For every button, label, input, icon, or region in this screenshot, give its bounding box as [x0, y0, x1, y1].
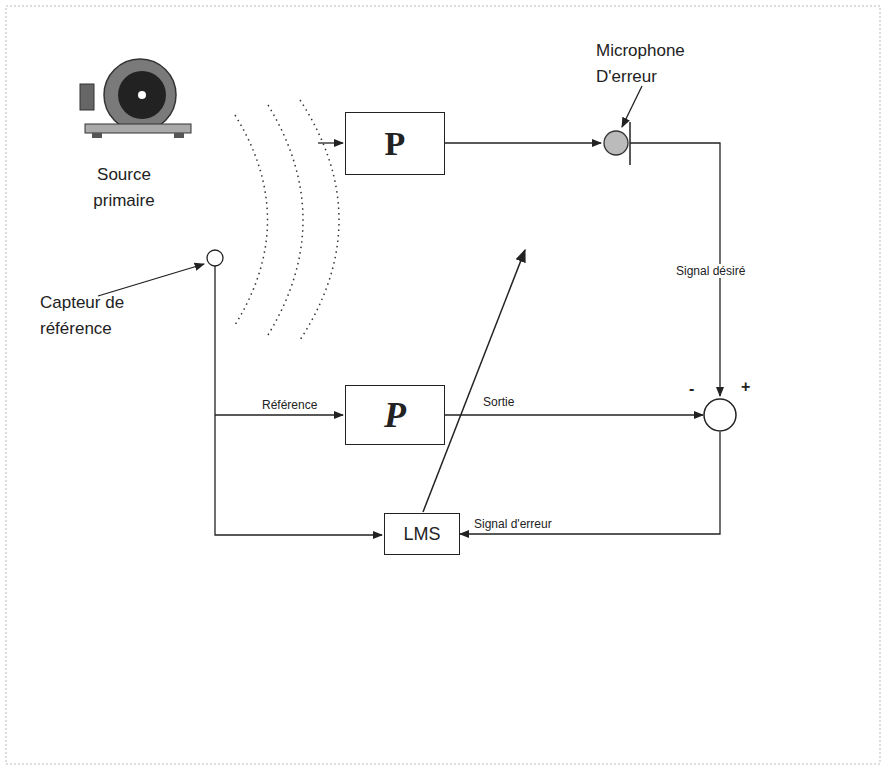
microphone-label: Microphone D'erreur [596, 38, 706, 89]
edge-label: Sortie [483, 395, 514, 409]
sign-label: + [741, 378, 750, 396]
reference-branch [215, 414, 343, 415]
summing-junction: -+ [703, 398, 737, 432]
error-microphone [604, 122, 630, 165]
frame [6, 6, 880, 764]
wave-input-arrow [318, 142, 343, 143]
junction-outline [703, 398, 737, 432]
leader-line [622, 86, 642, 127]
box-label: LMS [403, 524, 440, 545]
p-output-arrow [445, 142, 601, 143]
sound-waves [235, 100, 339, 340]
signal-connector [460, 432, 720, 534]
leader-line [98, 264, 204, 296]
edge-label: Signal d'erreur [474, 517, 552, 531]
box-label: P [384, 394, 406, 436]
sensor-label: Capteur de référence [40, 290, 140, 341]
box-label: P [385, 125, 406, 163]
transfer-box: P [345, 112, 445, 175]
signal-label: Signal désiré [676, 264, 745, 278]
adaptation-arrow [423, 250, 525, 512]
signal-connector [445, 414, 703, 415]
source-label: Source primaire [76, 162, 172, 213]
signal-label: Référence [262, 398, 317, 412]
motor-illustration [80, 59, 191, 138]
reference-sensor [207, 250, 223, 266]
sign-label: - [689, 380, 694, 398]
lms-box: LMS [384, 513, 460, 555]
filter-box: P [345, 385, 445, 445]
